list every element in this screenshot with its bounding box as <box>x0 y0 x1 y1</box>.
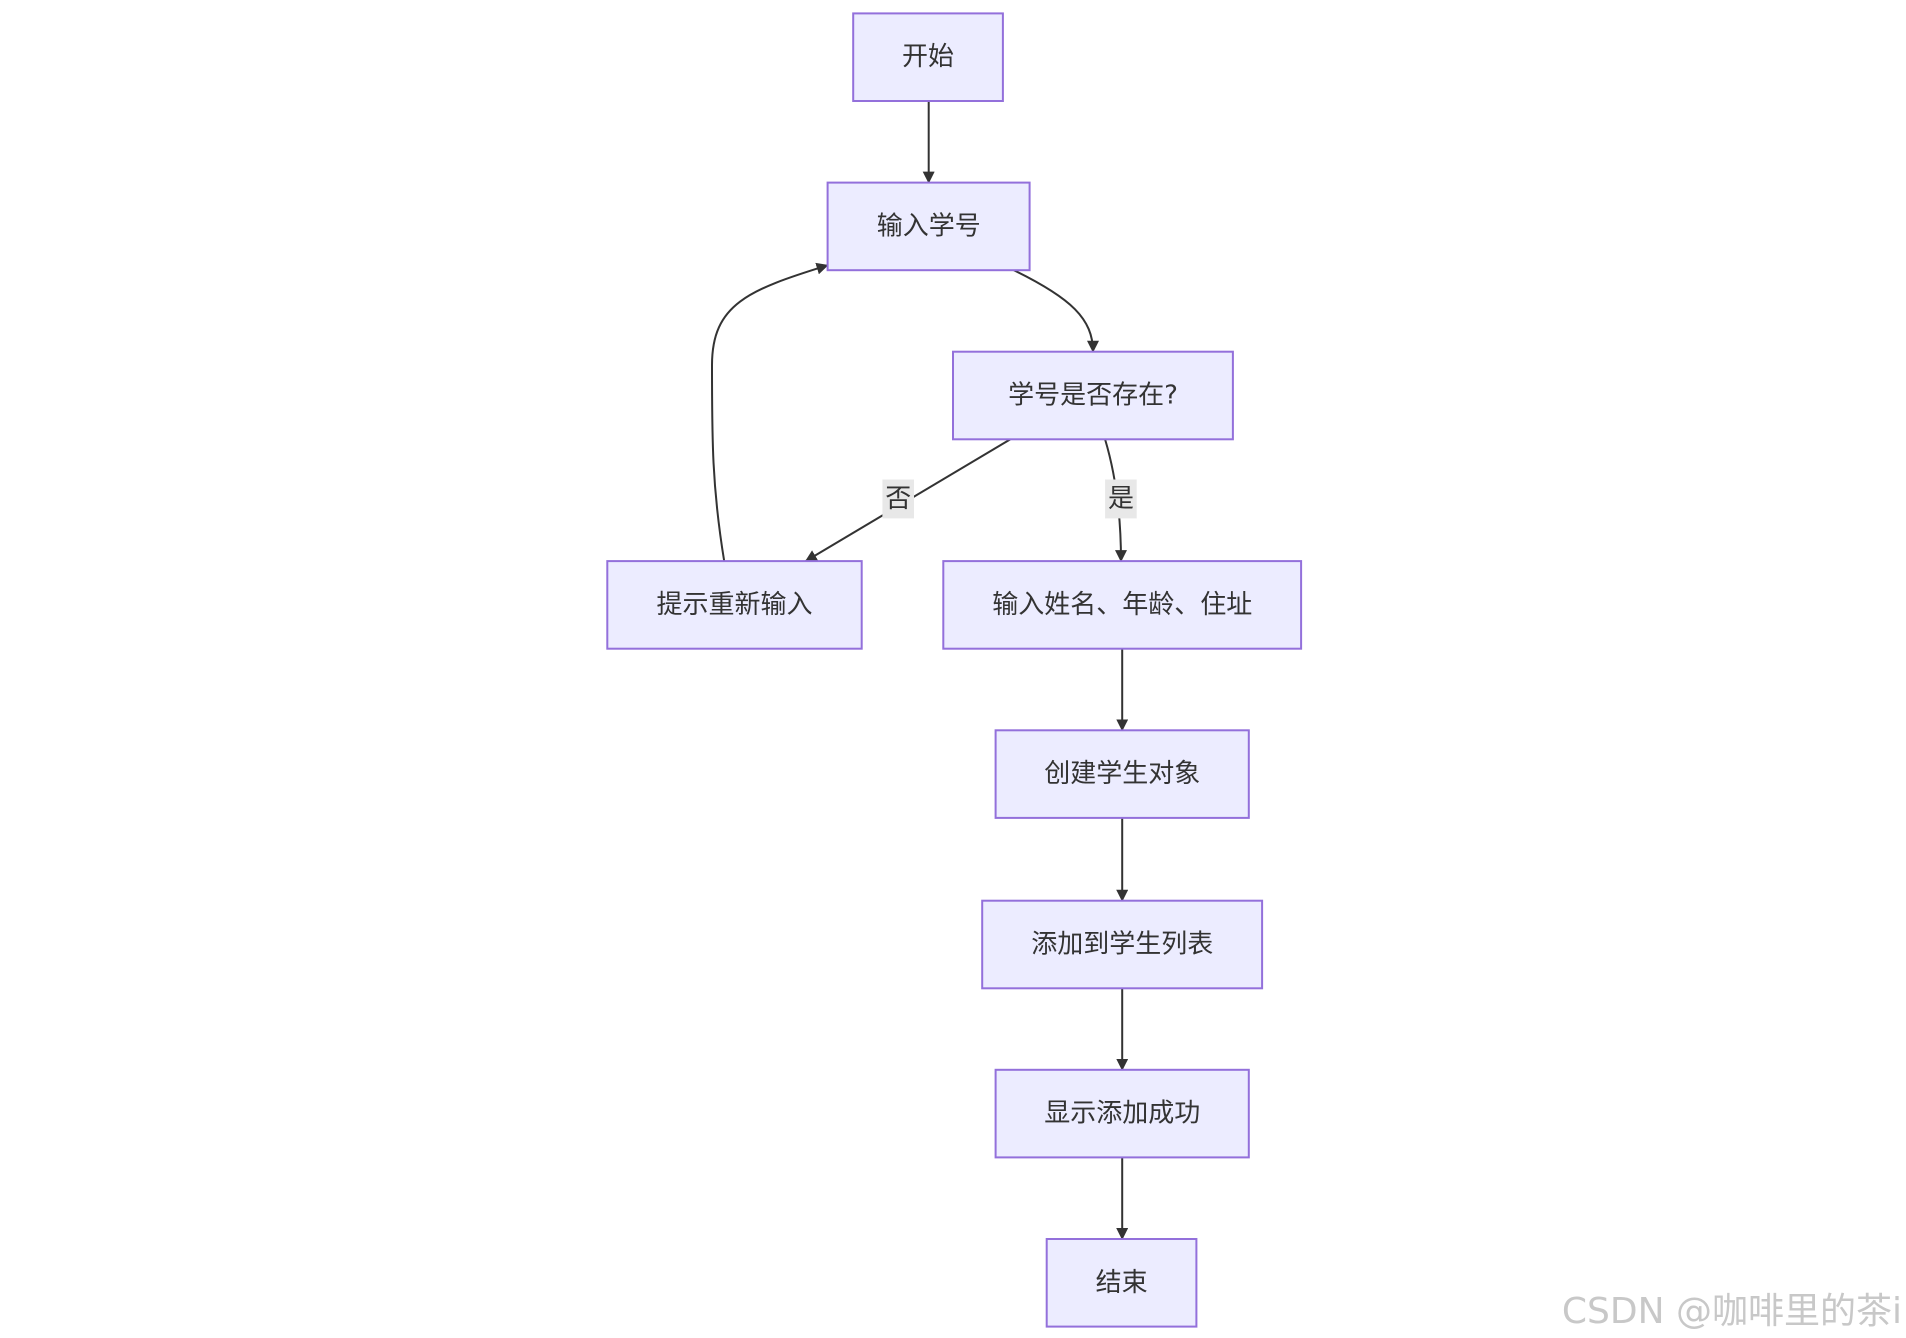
edge-label-background <box>1105 479 1137 519</box>
edge-label-check_exists-to-retry_prompt: 否 <box>882 479 914 519</box>
node-add-to-list: 添加到学生列表 <box>981 899 1264 990</box>
node-label: 开始 <box>902 42 954 72</box>
node-start: 开始 <box>852 12 1004 102</box>
edge-labels-layer: 否是 <box>882 479 1137 519</box>
edges-layer <box>710 101 1129 1240</box>
node-label: 输入学号 <box>877 211 981 241</box>
edge-label-text: 否 <box>885 484 911 514</box>
node-box <box>852 12 1004 102</box>
edge-retry_prompt-to-input_id <box>710 262 829 562</box>
node-box <box>606 560 863 650</box>
edge-label-background <box>882 479 914 519</box>
node-label: 提示重新输入 <box>656 590 812 620</box>
node-label: 创建学生对象 <box>1044 759 1200 789</box>
edge-label-text: 是 <box>1108 484 1134 514</box>
node-label: 添加到学生列表 <box>1031 930 1213 960</box>
node-box <box>994 1068 1250 1159</box>
node-label: 显示添加成功 <box>1044 1099 1200 1129</box>
node-box <box>826 181 1031 272</box>
node-label: 输入姓名、年龄、住址 <box>992 590 1252 620</box>
node-label: 结束 <box>1096 1268 1148 1298</box>
edge-label-check_exists-to-input_details: 是 <box>1105 479 1137 519</box>
node-box <box>942 560 1303 650</box>
node-box <box>981 899 1264 990</box>
csdn-watermark: CSDN @咖啡里的茶i <box>1561 1291 1902 1332</box>
node-show-success: 显示添加成功 <box>994 1068 1250 1159</box>
node-input-id: 输入学号 <box>826 181 1031 272</box>
node-box <box>1045 1238 1198 1328</box>
node-end: 结束 <box>1045 1238 1198 1328</box>
node-retry-prompt: 提示重新输入 <box>606 560 863 650</box>
node-box <box>994 729 1250 819</box>
node-label: 学号是否存在? <box>1008 381 1178 411</box>
node-check-exists: 学号是否存在? <box>952 350 1234 441</box>
node-input-details: 输入姓名、年龄、住址 <box>942 560 1303 650</box>
node-create-student: 创建学生对象 <box>994 729 1250 819</box>
node-box <box>952 350 1234 441</box>
edge-input_id-to-check_exists <box>1013 269 1099 353</box>
